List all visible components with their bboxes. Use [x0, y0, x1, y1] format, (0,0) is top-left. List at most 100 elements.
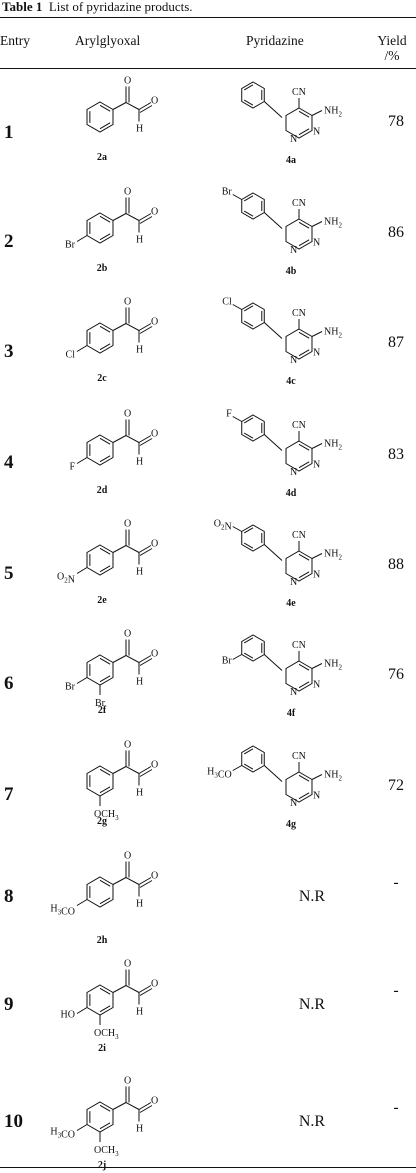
- nitrile-label: CN: [292, 751, 306, 762]
- nitrogen-label: N: [313, 127, 320, 138]
- oxygen-label: O: [124, 76, 131, 87]
- benzene-ring: [86, 765, 114, 797]
- oxygen-label: O: [124, 959, 131, 970]
- hydrogen-label: H: [136, 345, 143, 356]
- substituent-label: H3CO: [207, 767, 232, 781]
- oxygen-label: O: [151, 429, 158, 440]
- substituent-label: H3CO: [50, 904, 75, 918]
- substituent-label: Br: [95, 698, 106, 709]
- oxygen-label: O: [124, 519, 131, 530]
- substituent-label: OCH3: [94, 1145, 119, 1158]
- substituent-label: H3CO: [50, 1127, 75, 1141]
- nitrile-label: CN: [292, 530, 306, 541]
- substituent-label: Br: [65, 240, 76, 251]
- compound-id: 2b: [97, 263, 108, 274]
- nitrogen-label: N: [290, 577, 297, 588]
- oxygen-label: O: [151, 1096, 158, 1107]
- oxygen-label: O: [151, 871, 158, 882]
- oxygen-label: O: [151, 649, 158, 660]
- oxygen-label: O: [124, 297, 131, 308]
- no-reaction-label: N.R: [298, 888, 326, 905]
- benzene-ring: [86, 654, 114, 686]
- compound-id: 2e: [97, 595, 107, 606]
- nitrogen-label: N: [313, 348, 320, 359]
- compound-id: 2f: [98, 705, 107, 716]
- oxygen-label: O: [124, 740, 131, 751]
- benzene-ring: [86, 544, 114, 576]
- yield-value: 76: [388, 666, 404, 683]
- compound-id: 4c: [286, 376, 296, 387]
- hydrogen-label: H: [136, 457, 143, 468]
- substituent-label: OCH3: [94, 809, 119, 822]
- compound-id: 4d: [286, 488, 297, 499]
- nitrogen-label: N: [290, 134, 297, 145]
- header-yield-line2: /%: [384, 48, 400, 63]
- hydrogen-label: H: [136, 899, 143, 910]
- yield-value: -: [393, 1099, 399, 1116]
- header-rule: [0, 68, 416, 69]
- compound-id: 2d: [97, 485, 108, 496]
- amine-label: NH2: [324, 549, 342, 562]
- amine-label: NH2: [324, 106, 342, 119]
- no-reaction-label: N.R: [298, 996, 326, 1013]
- oxygen-label: O: [151, 760, 158, 771]
- entry-number: 8: [4, 886, 14, 907]
- hydrogen-label: H: [136, 788, 143, 799]
- substituent-label: OCH3: [94, 1028, 119, 1041]
- oxygen-label: O: [124, 187, 131, 198]
- hydrogen-label: H: [136, 677, 143, 688]
- compound-id: 4f: [287, 708, 296, 719]
- substituent-label: HO: [61, 1010, 75, 1021]
- amine-label: NH2: [324, 770, 342, 783]
- compound-id: 2g: [97, 816, 107, 827]
- nitrogen-label: N: [313, 570, 320, 581]
- nitrogen-label: N: [313, 680, 320, 691]
- top-rule: [0, 17, 416, 18]
- benzene-ring: [86, 876, 114, 908]
- compound-id: 2a: [97, 152, 107, 163]
- table-caption: Table 1 List of pyridazine products.: [2, 0, 193, 14]
- header-arylglyoxal: Arylglyoxal: [75, 33, 141, 48]
- entry-number: 4: [4, 452, 14, 473]
- nitrogen-label: N: [290, 687, 297, 698]
- substituent-label: Cl: [66, 350, 76, 361]
- nitrile-label: CN: [292, 640, 306, 651]
- yield-value: 78: [388, 113, 404, 130]
- nitrogen-label: N: [290, 467, 297, 478]
- entry-number: 7: [4, 784, 14, 805]
- substituent-label: Br: [222, 656, 233, 667]
- bottom-rule: [0, 1167, 416, 1168]
- hydrogen-label: H: [136, 235, 143, 246]
- nitrile-label: CN: [292, 198, 306, 209]
- header-yield: Yield /%: [370, 33, 414, 63]
- hydrogen-label: H: [136, 1124, 143, 1135]
- nitrogen-label: N: [290, 355, 297, 366]
- yield-value: -: [393, 874, 399, 891]
- oxygen-label: O: [124, 629, 131, 640]
- nitrogen-label: N: [313, 460, 320, 471]
- amine-label: NH2: [324, 217, 342, 230]
- substituent-label: O2N: [214, 519, 232, 533]
- oxygen-label: O: [151, 96, 158, 107]
- yield-value: -: [393, 982, 399, 999]
- benzene-ring: [86, 434, 114, 466]
- amine-label: NH2: [324, 439, 342, 452]
- nitrogen-label: N: [313, 238, 320, 249]
- yield-value: 72: [388, 777, 404, 794]
- amine-label: NH2: [324, 659, 342, 672]
- compound-id: 2j: [98, 1160, 106, 1171]
- substituent-label: F: [69, 462, 75, 473]
- compound-id: 2c: [97, 373, 107, 384]
- nitrile-label: CN: [292, 87, 306, 98]
- entry-number: 2: [4, 231, 14, 252]
- header-entry: Entry: [0, 33, 30, 48]
- compound-id: 2i: [98, 1043, 106, 1054]
- benzene-ring: [86, 1101, 114, 1133]
